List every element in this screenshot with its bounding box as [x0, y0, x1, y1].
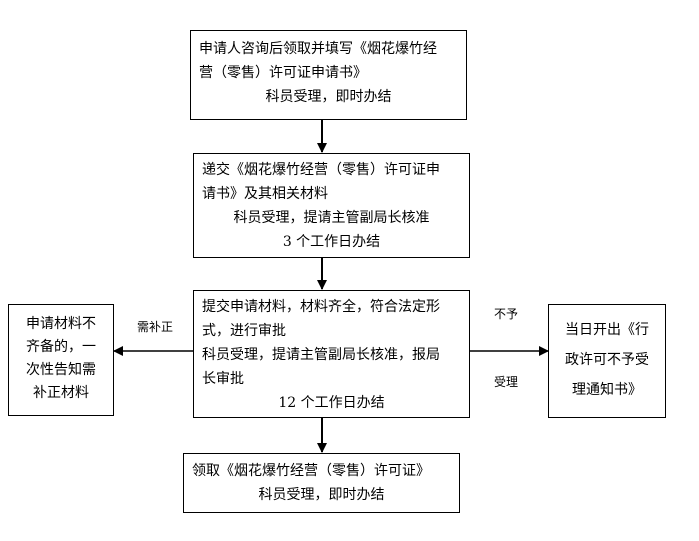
step3-line4: 长审批	[202, 371, 244, 387]
step3-line1: 提交申请材料，材料齐全，符合法定形	[202, 299, 440, 315]
step2-line1: 递交《烟花爆竹经营（零售）许可证申	[202, 162, 440, 178]
side-left-line4: 补正材料	[33, 385, 89, 401]
step2-box: 递交《烟花爆竹经营（零售）许可证申 请书》及其相关材料 科员受理，提请主管副局长…	[193, 153, 470, 258]
side-left-line1: 申请材料不	[26, 316, 96, 332]
step4-line2: 科员受理，即时办结	[258, 487, 385, 503]
side-right-line1: 当日开出《行	[565, 322, 649, 338]
edge-label-reject-bottom: 受理	[494, 375, 519, 389]
edge-label-reject-top: 不予	[494, 307, 519, 321]
step2-line2: 请书》及其相关材料	[202, 186, 328, 202]
side-left-box: 申请材料不 齐备的，一 次性告知需 补正材料	[8, 304, 114, 416]
edge-label-supplement: 需补正	[137, 320, 174, 334]
step1-line1: 申请人咨询后领取并填写《烟花爆竹经	[199, 41, 437, 57]
step3-line5: 12 个工作日办结	[278, 395, 385, 411]
step3-line3: 科员受理，提请主管副局长核准，报局	[202, 347, 440, 363]
side-right-line2: 政许可不予受	[565, 352, 649, 368]
step3-line2: 式，进行审批	[202, 323, 286, 339]
step2-line3: 科员受理，提请主管副局长核准	[233, 210, 430, 226]
step4-line1: 领取《烟花爆竹经营（零售）许可证》	[192, 463, 430, 479]
side-left-line2: 齐备的，一	[26, 339, 96, 355]
side-left-line3: 次性告知需	[26, 362, 96, 378]
step1-line2: 营（零售）许可证申请书》	[199, 65, 367, 81]
side-right-line3: 理通知书》	[572, 382, 642, 398]
step4-box: 领取《烟花爆竹经营（零售）许可证》 科员受理，即时办结	[183, 453, 460, 513]
step2-line4: 3 个工作日办结	[282, 234, 381, 250]
step1-line3: 科员受理，即时办结	[265, 89, 392, 105]
side-right-box: 当日开出《行 政许可不予受 理通知书》	[548, 304, 666, 418]
step1-box: 申请人咨询后领取并填写《烟花爆竹经 营（零售）许可证申请书》 科员受理，即时办结	[190, 30, 467, 120]
step3-box: 提交申请材料，材料齐全，符合法定形 式，进行审批 科员受理，提请主管副局长核准，…	[193, 290, 470, 418]
